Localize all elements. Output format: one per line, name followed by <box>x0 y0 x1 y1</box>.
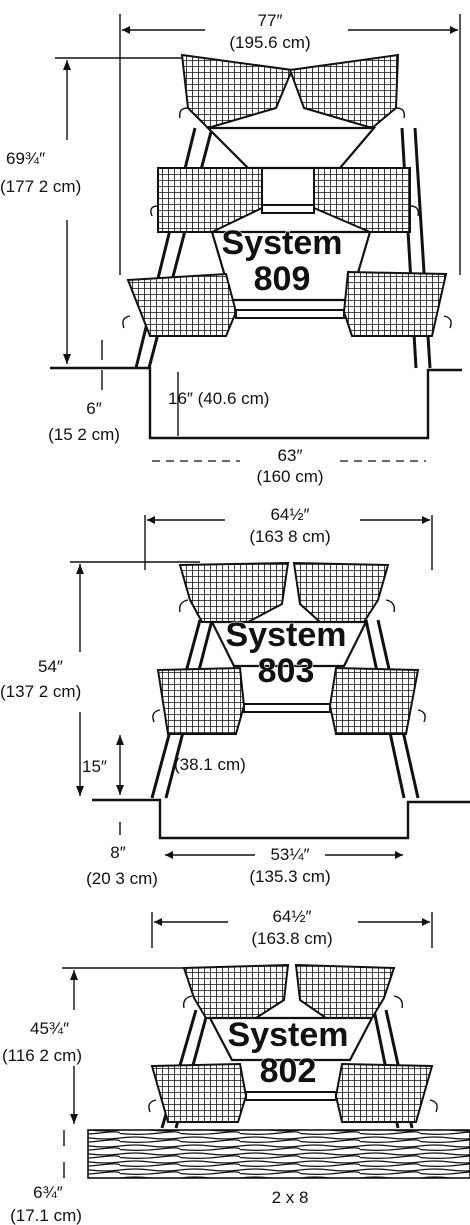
width-inches-label: 64½″ <box>272 907 311 926</box>
system-name-label: System <box>222 224 343 262</box>
pit-width-inches-label: 53¼″ <box>270 845 309 864</box>
cage-bottom-left <box>126 272 238 337</box>
clearance-cm-label: (38.1 cm) <box>174 755 246 774</box>
cage-middle-left <box>157 167 263 233</box>
cage-bottom-right <box>328 666 420 735</box>
width-inches-label: 77″ <box>258 11 283 30</box>
height-cm-label: (116 2 cm) <box>2 1046 82 1065</box>
cage-top-left <box>180 53 294 130</box>
cage-bottom-left <box>156 666 246 735</box>
system-name-label: System <box>228 1016 349 1054</box>
connector-bar <box>261 204 315 214</box>
cage-top-right <box>292 561 390 623</box>
pit-outline <box>92 798 470 840</box>
system-802-diagram: 64½″ (163.8 cm) 45¾″ (116 2 cm) System 8… <box>2 907 470 1225</box>
base-inches-label: 6¾″ <box>33 1183 63 1202</box>
feed-trough-top <box>205 126 377 170</box>
system-number-label: 802 <box>260 1052 317 1090</box>
pit-depth-cm-label: (15 2 cm) <box>48 425 120 444</box>
system-name-label: System <box>226 616 347 654</box>
system-number-label: 809 <box>254 260 311 298</box>
pit-depth-inches-label: 6″ <box>86 399 101 418</box>
pit-depth-inches-label: 8″ <box>110 843 125 862</box>
width-cm-label: (163.8 cm) <box>251 929 332 948</box>
width-cm-label: (163 8 cm) <box>249 527 330 546</box>
cage-bottom-left <box>150 1062 248 1123</box>
height-cm-label: (137 2 cm) <box>0 682 81 701</box>
height-cm-label: (177 2 cm) <box>0 177 81 196</box>
feed-trough-top <box>208 1016 374 1062</box>
width-cm-label: (195.6 cm) <box>229 33 310 52</box>
pit-depth-cm-label: (20 3 cm) <box>86 869 158 888</box>
pit-width-inches-label: 63″ <box>278 446 303 465</box>
pit-width-cm-label: (135.3 cm) <box>249 867 330 886</box>
water-nipples <box>152 599 426 723</box>
pit-outline <box>50 366 462 440</box>
clearance-inches-label: 15″ <box>82 757 107 776</box>
height-inches-label: 69¾″ <box>6 149 45 168</box>
connector-bar <box>243 703 331 713</box>
base-cm-label: (17.1 cm) <box>10 1206 82 1225</box>
lumber-size-label: 2 x 8 <box>272 1188 309 1207</box>
system-809-diagram: 77″ (195.6 cm) 69¾″ (177 2 cm) System 80… <box>0 11 462 486</box>
water-nipples <box>148 995 438 1113</box>
width-inches-label: 64½″ <box>270 505 309 524</box>
cage-bottom-right <box>334 1062 434 1123</box>
feed-trough-top <box>210 620 368 668</box>
height-inches-label: 45¾″ <box>30 1019 69 1038</box>
lumber-base <box>87 1129 470 1179</box>
cage-top-left <box>182 963 290 1019</box>
connector-bar <box>245 1091 337 1101</box>
clearance-label: 16″ (40.6 cm) <box>168 389 269 408</box>
cage-top-right <box>288 53 400 130</box>
cage-middle-right <box>313 167 411 233</box>
pit-width-cm-label: (160 cm) <box>256 467 323 486</box>
cage-top-right <box>294 963 396 1019</box>
cage-top-left <box>178 561 290 623</box>
height-inches-label: 54″ <box>38 657 63 676</box>
water-nipples <box>122 107 452 329</box>
cage-bottom-right <box>342 270 448 337</box>
connector-bar <box>235 309 345 319</box>
system-803-diagram: 64½″ (163 8 cm) 54″ (137 2 cm) System 80… <box>0 505 470 888</box>
frame-legs <box>134 127 432 369</box>
system-number-label: 803 <box>258 652 315 690</box>
